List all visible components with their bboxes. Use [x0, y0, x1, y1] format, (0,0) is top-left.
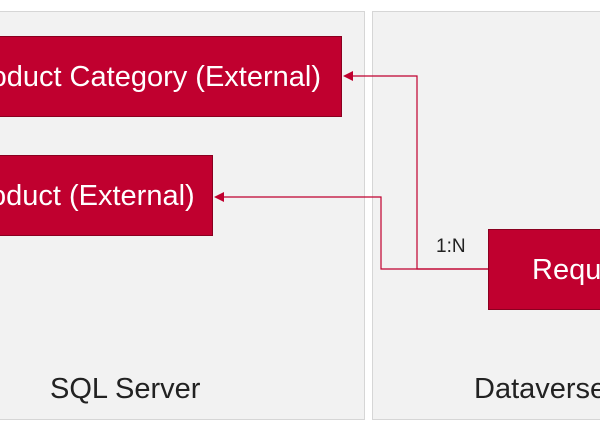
request-entity[interactable]: Request: [488, 229, 600, 310]
connector-request-to-product: [221, 196, 488, 270]
dataverse-title: Dataverse: [474, 373, 600, 405]
product-category-entity[interactable]: Product Category (External): [0, 36, 342, 117]
request-label: Request: [532, 254, 600, 286]
sql-server-title: SQL Server: [50, 373, 201, 405]
dataverse-panel: [372, 11, 600, 420]
cardinality-label: 1:N: [436, 236, 466, 257]
arrowhead-category: [343, 71, 353, 81]
product-entity[interactable]: Product (External): [0, 155, 213, 236]
connector-request-to-category: [350, 75, 488, 270]
product-category-label: Product Category (External): [0, 61, 321, 93]
arrowhead-product: [214, 192, 224, 202]
product-label: Product (External): [0, 180, 195, 212]
